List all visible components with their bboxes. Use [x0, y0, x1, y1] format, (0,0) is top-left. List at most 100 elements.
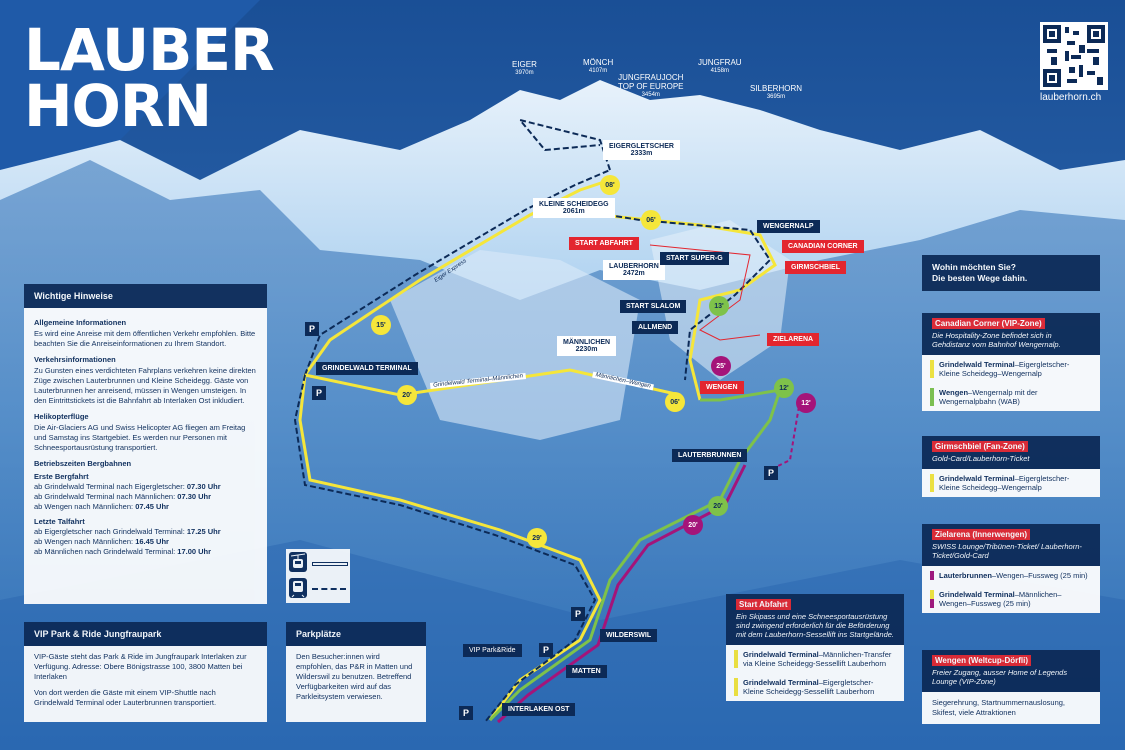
zielarena-sub: SWISS Lounge/Tribünen-Ticket/ Lauberhorn…: [922, 542, 1100, 566]
schedule-line: ab Grindelwald Terminal nach Männlichen:…: [34, 492, 212, 501]
route-option: Grindelwald Terminal–Eigergletscher-Klei…: [922, 355, 1100, 383]
hinweise-s3-title: Helikopterflüge: [34, 412, 89, 421]
start-abfahrt-sub: Ein Skipass und eine Schneesportausrüstu…: [726, 612, 904, 645]
route-option: Lauterbrunnen–Wengen–Fussweg (25 min): [922, 566, 1100, 585]
schedule-line: ab Wengen nach Männlichen: 16.45 Uhr: [34, 537, 169, 546]
website-url[interactable]: lauberhorn.ch: [1040, 92, 1102, 103]
hinweise-s4-title: Betriebszeiten Bergbahnen: [34, 459, 132, 468]
vip-text-1: VIP-Gäste steht das Park & Ride im Jungf…: [34, 652, 247, 681]
schedule-line: ab Männlichen nach Grindelwald Terminal:…: [34, 547, 212, 556]
station-interlaken-ost: INTERLAKEN OST: [502, 703, 576, 716]
time-badge: 12': [796, 393, 816, 413]
wengen-panel: Wengen (Weltcup-Dörfli) Freier Zugang, a…: [922, 650, 1100, 724]
route-option: Grindelwald Terminal–Männlichen-Transfer…: [726, 645, 904, 673]
logo-line-1: LAUBER: [24, 16, 275, 84]
route-option: Grindelwald Terminal–Eigergletscher-Klei…: [726, 673, 904, 701]
parking-icon: P: [312, 386, 326, 400]
hinweise-s1-title: Allgemeine Informationen: [34, 318, 127, 327]
wengen-sub: Freier Zugang, ausser Home of Legends Lo…: [922, 668, 1100, 692]
hinweise-s3-text: Die Air-Glaciers AG und Swiss Helicopter…: [34, 423, 246, 452]
label-start-abfahrt: START ABFAHRT: [569, 237, 639, 250]
wohin-panel: Wohin möchten Sie?Die besten Wege dahin.: [922, 255, 1100, 291]
hinweise-panel: Wichtige Hinweise Allgemeine Information…: [24, 284, 267, 604]
station-allmend: ALLMEND: [632, 321, 679, 334]
time-badge: 06': [641, 210, 661, 230]
gondola-icon: [289, 552, 307, 572]
logo-line-2: HORN: [24, 72, 212, 140]
parkplaetze-title: Parkplätze: [286, 622, 426, 646]
train-line-sample: [312, 588, 346, 592]
wohin-title-2: Die besten Wege dahin.: [932, 273, 1028, 283]
route-option: Wengen–Wengernalp mit der Wengernalpbahn…: [922, 383, 1100, 411]
parkplaetze-panel: Parkplätze Den Besucher:innen wird empfo…: [286, 622, 426, 722]
wengen-text: Siegerehrung, Startnummernauslosung, Ski…: [932, 698, 1065, 717]
gondola-line-sample: [312, 562, 348, 566]
girmschbiel-title: Girmschbiel (Fan-Zone): [932, 441, 1028, 452]
wengen-title: Wengen (Weltcup-Dörfli): [932, 655, 1032, 666]
hinweise-title: Wichtige Hinweise: [24, 284, 267, 308]
start-abfahrt-panel: Start Abfahrt Ein Skipass und eine Schne…: [726, 594, 904, 701]
time-badge: 25': [711, 356, 731, 376]
time-badge: 15': [371, 315, 391, 335]
parking-icon: P: [305, 322, 319, 336]
station-start-slalom: START SLALOM: [620, 300, 687, 313]
parking-icon: P: [571, 607, 585, 621]
station-matten: MATTEN: [566, 665, 607, 678]
schedule-line: ab Wengen nach Männlichen: 07.45 Uhr: [34, 502, 169, 511]
hinweise-s1-text: Es wird eine Anreise mit dem öffentliche…: [34, 329, 256, 348]
label-zielarena: ZIELARENA: [767, 333, 820, 346]
vip-panel: VIP Park & Ride Jungfraupark VIP-Gäste s…: [24, 622, 267, 722]
vip-text-2: Von dort werden die Gäste mit einem VIP-…: [34, 688, 217, 707]
time-badge: 29': [527, 528, 547, 548]
wohin-title: Wohin möchten Sie?: [932, 262, 1016, 272]
route-option: Grindelwald Terminal–Männlichen–Wengen–F…: [922, 585, 1100, 613]
time-badge: 20': [397, 385, 417, 405]
girmschbiel-sub: Gold-Card/Lauberhorn-Ticket: [922, 454, 1100, 469]
qr-code-icon: [1040, 22, 1108, 90]
route-option: Grindelwald Terminal–Eigergletscher-Klei…: [922, 469, 1100, 497]
schedule-line: ab Grindelwald Terminal nach Eigergletsc…: [34, 482, 221, 491]
start-abfahrt-title: Start Abfahrt: [736, 599, 791, 610]
canadian-title: Canadian Corner (VIP-Zone): [932, 318, 1045, 329]
station-wengernalp: WENGERNALP: [757, 220, 820, 233]
station-start-superg: START SUPER-G: [660, 252, 729, 265]
zielarena-panel: Zielarena (Innerwengen) SWISS Lounge/Tri…: [922, 524, 1100, 613]
zielarena-title: Zielarena (Innerwengen): [932, 529, 1031, 540]
lauberhorn-logo: LAUBER HORN: [24, 16, 275, 140]
label-girmschbiel: GIRMSCHBIEL: [785, 261, 846, 274]
hinweise-s2-title: Verkehrsinformationen: [34, 355, 116, 364]
time-badge: 13': [709, 296, 729, 316]
girmschbiel-panel: Girmschbiel (Fan-Zone) Gold-Card/Lauberh…: [922, 436, 1100, 497]
label-wengen: WENGEN: [700, 381, 744, 394]
station-lauterbrunnen: LAUTERBRUNNEN: [672, 449, 748, 462]
time-badge: 12': [774, 378, 794, 398]
station-grindelwald-terminal: GRINDELWALD TERMINAL: [316, 362, 418, 375]
station-vip-park: VIP Park&Ride: [463, 644, 522, 657]
train-icon: [289, 578, 307, 598]
vip-title: VIP Park & Ride Jungfraupark: [24, 622, 267, 646]
time-badge: 20': [683, 515, 703, 535]
time-badge: 06': [665, 392, 685, 412]
transport-legend: [286, 549, 350, 603]
time-badge: 20': [708, 496, 728, 516]
parking-icon: P: [459, 706, 473, 720]
label-canadian-corner: CANADIAN CORNER: [782, 240, 864, 253]
canadian-panel: Canadian Corner (VIP-Zone) Die Hospitali…: [922, 313, 1100, 411]
parking-icon: P: [764, 466, 778, 480]
canadian-sub: Die Hospitality-Zone befindet sich in Ge…: [922, 331, 1100, 355]
time-badge: 08': [600, 175, 620, 195]
schedule-line: ab Eigergletscher nach Grindelwald Termi…: [34, 527, 221, 536]
parking-icon: P: [539, 643, 553, 657]
station-wilderswil: WILDERSWIL: [600, 629, 658, 642]
hinweise-s4-sub2: Letzte Talfahrt: [34, 517, 85, 526]
hinweise-s4-sub1: Erste Bergfahrt: [34, 472, 89, 481]
